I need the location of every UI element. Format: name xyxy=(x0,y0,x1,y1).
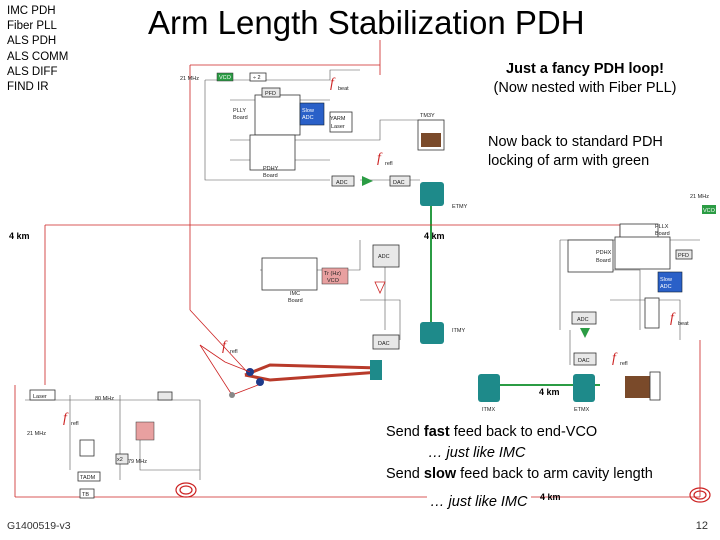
svg-text:PFD: PFD xyxy=(678,253,689,259)
nav-fiber-pll[interactable]: Fiber PLL xyxy=(7,20,57,33)
slow-adc-y xyxy=(299,102,325,126)
svg-text:Board: Board xyxy=(233,115,248,121)
nav-als-pdh[interactable]: ALS PDH xyxy=(7,35,57,48)
just-like-imc-1: … just like IMC xyxy=(428,445,526,461)
svg-text:ETMX: ETMX xyxy=(574,407,590,413)
svg-text:Laser: Laser xyxy=(33,394,47,400)
f-beat-y-symbol: f xyxy=(330,76,336,91)
svg-text:VCO: VCO xyxy=(703,208,716,214)
yarm-laser xyxy=(329,111,353,133)
subtitle-line1: Just a fancy PDH loop! xyxy=(506,61,664,77)
svg-text:21 MHz: 21 MHz xyxy=(180,76,199,82)
svg-text:21 MHz: 21 MHz xyxy=(690,194,709,200)
svg-text:YARM: YARM xyxy=(330,116,346,122)
svg-text:Board: Board xyxy=(655,231,670,237)
document-id: G1400519-v3 xyxy=(7,520,71,532)
svg-text:ETMY: ETMY xyxy=(452,204,468,210)
svg-text:Board: Board xyxy=(596,258,611,264)
etmy xyxy=(420,182,444,206)
svg-text:ADC: ADC xyxy=(660,284,672,290)
arm-length-x: 4 km xyxy=(539,387,560,397)
svg-text:Board: Board xyxy=(288,298,303,304)
nav-find-ir[interactable]: FIND IR xyxy=(7,81,49,94)
nav-als-comm[interactable]: ALS COMM xyxy=(7,50,69,63)
svg-text:DAC: DAC xyxy=(393,180,405,186)
feedback-notes: Send fast feed back to end-VCO … just li… xyxy=(382,420,657,487)
svg-text:TADM: TADM xyxy=(80,475,96,481)
tmsx xyxy=(625,376,651,398)
svg-text:beat: beat xyxy=(338,86,349,92)
arm-length-y-left: 4 km xyxy=(9,231,30,241)
svg-text:PLLY: PLLY xyxy=(233,108,246,114)
svg-text:ITMY: ITMY xyxy=(452,328,465,334)
svg-text:Tr (Hz): Tr (Hz) xyxy=(324,271,341,277)
just-like-imc-2: … just like IMC xyxy=(427,494,531,510)
note-text: Now back to standard PDH locking of arm … xyxy=(488,133,663,171)
page-number: 12 xyxy=(695,520,708,532)
svg-text:refl: refl xyxy=(385,161,393,167)
svg-text:Board: Board xyxy=(263,173,278,179)
svg-text:Laser: Laser xyxy=(331,124,345,130)
svg-text:DAC: DAC xyxy=(378,341,390,347)
svg-text:IMC: IMC xyxy=(290,291,300,297)
svg-text:f: f xyxy=(222,339,228,354)
note-line2: locking of arm with green xyxy=(488,153,650,169)
svg-text:TM3Y: TM3Y xyxy=(420,113,435,119)
svg-text:beat: beat xyxy=(678,321,689,327)
f-beat-x-symbol: f xyxy=(670,311,676,326)
svg-text:refl: refl xyxy=(71,421,79,427)
svg-text:ADC: ADC xyxy=(302,115,314,121)
arm-length-x-bottom: 4 km xyxy=(540,492,561,502)
svg-text:÷ 2: ÷ 2 xyxy=(253,75,261,81)
svg-text:f: f xyxy=(612,351,618,366)
svg-text:PDHX: PDHX xyxy=(596,250,612,256)
note-line1: Now back to standard PDH xyxy=(488,134,663,150)
svg-text:VCO: VCO xyxy=(219,75,232,81)
arm-length-y-right: 4 km xyxy=(424,231,445,241)
svg-text:x2: x2 xyxy=(117,457,123,463)
svg-text:f: f xyxy=(377,151,383,166)
subtitle: Just a fancy PDH loop! (Now nested with … xyxy=(470,60,700,98)
nav-imc-pdh[interactable]: IMC PDH xyxy=(7,5,56,17)
fast-feedback-line: Send fast feed back to end-VCO xyxy=(386,424,598,440)
svg-text:f: f xyxy=(63,411,69,426)
svg-text:PLLX: PLLX xyxy=(655,224,669,230)
slow-feedback-line: Send slow feed back to arm cavity length xyxy=(386,466,653,482)
svg-text:80 MHz: 80 MHz xyxy=(95,396,114,402)
svg-text:ADC: ADC xyxy=(577,317,589,323)
svg-text:refl: refl xyxy=(230,349,238,355)
svg-text:TB: TB xyxy=(82,492,89,498)
svg-text:VCO: VCO xyxy=(327,278,340,284)
svg-text:PFD: PFD xyxy=(265,91,276,97)
svg-text:21 MHz: 21 MHz xyxy=(27,431,46,437)
etmx xyxy=(573,374,595,402)
itmy xyxy=(420,322,444,344)
pdhx-board xyxy=(567,239,614,273)
svg-text:79 MHz: 79 MHz xyxy=(128,459,147,465)
svg-text:Slow: Slow xyxy=(302,108,314,114)
svg-text:PDHY: PDHY xyxy=(263,166,279,172)
imc-board xyxy=(261,257,318,291)
svg-text:Slow: Slow xyxy=(660,277,672,283)
nav-als-diff[interactable]: ALS DIFF xyxy=(7,65,58,78)
slow-adc-x xyxy=(657,271,683,293)
pdhy-board xyxy=(249,134,296,171)
itmx xyxy=(478,374,500,402)
fiber-link-top xyxy=(190,40,381,75)
xarm-laser xyxy=(644,297,660,329)
svg-text:refl: refl xyxy=(620,361,628,367)
slide-nav: IMC PDH Fiber PLL ALS PDH ALS COMM ALS D… xyxy=(7,4,68,95)
subtitle-line2: (Now nested with Fiber PLL) xyxy=(493,80,677,96)
plly-board xyxy=(254,94,301,136)
svg-text:DAC: DAC xyxy=(578,358,590,364)
svg-text:ITMX: ITMX xyxy=(482,407,495,413)
slide-title: Arm Length Stabilization PDH xyxy=(148,4,585,41)
svg-text:ADC: ADC xyxy=(336,180,348,186)
svg-text:ADC: ADC xyxy=(378,254,390,260)
